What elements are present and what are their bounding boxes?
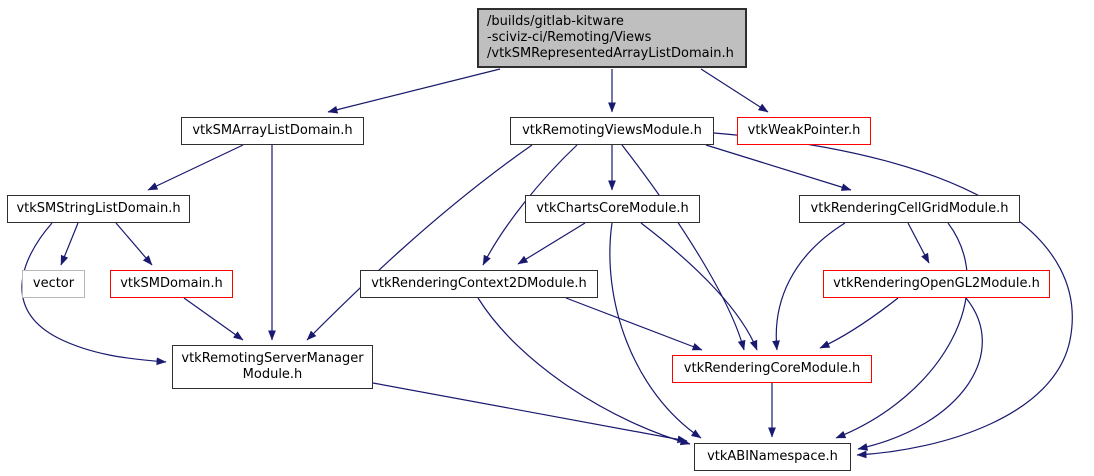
node-vtkSMArrayListDomain[interactable]: vtkSMArrayListDomain.h [181,117,364,145]
node-vtkRenderingCellGridModule[interactable]: vtkRenderingCellGridModule.h [799,195,1020,223]
edge-renderingCellGridModule-to-abiNamespace [835,222,968,439]
edge-main-to-weakPointer [700,68,769,113]
node-vtkRemotingViewsModule[interactable]: vtkRemotingViewsModule.h [510,117,714,145]
edge-smStringListDomain-to-remotingServerManagerModule [21,222,167,366]
edge-chartsCoreModule-to-abiNamespace [609,222,702,439]
edge-smStringListDomain-to-vector [60,222,79,266]
edge-renderingOpenGL2Module-to-renderingCoreModule [819,297,899,349]
edge-smStringListDomain-to-smDomain [115,222,153,266]
node-vtkRenderingContext2DModule[interactable]: vtkRenderingContext2DModule.h [360,270,598,298]
node-vtkSMStringListDomain[interactable]: vtkSMStringListDomain.h [7,195,190,223]
node-vtkRenderingCoreModule[interactable]: vtkRenderingCoreModule.h [672,355,872,383]
node-vector[interactable]: vector [22,270,85,298]
edge-remotingViewsModule-to-renderingCellGridModule [705,144,852,191]
edge-main-to-smArrayListDomain [327,68,501,114]
edge-renderingOpenGL2Module-to-abiNamespace [857,297,983,451]
node-vtkChartsCoreModule[interactable]: vtkChartsCoreModule.h [525,195,700,223]
node-vtkRemotingServerManagerModule[interactable]: vtkRemotingServerManager Module.h [172,345,373,389]
edge-remotingViewsModule-to-remotingServerManagerModule [306,144,533,341]
edge-renderingContext2DModule-to-abiNamespace [477,297,691,446]
edge-chartsCoreModule-to-renderingContext2DModule [517,222,586,265]
node-vtkRenderingOpenGL2Module[interactable]: vtkRenderingOpenGL2Module.h [823,270,1050,298]
edge-renderingCellGridModule-to-renderingCoreModule [772,222,846,351]
edge-remotingViewsModule-to-abiNamespace [713,132,1073,459]
edge-renderingCellGridModule-to-renderingOpenGL2Module [907,222,930,264]
edge-remotingViewsModule-to-renderingCoreModule [621,144,746,351]
edge-renderingContext2DModule-to-renderingCoreModule [565,297,703,351]
edge-smArrayListDomain-to-smStringListDomain [147,144,244,191]
edge-smDomain-to-remotingServerManagerModule [183,297,244,341]
node-main-file[interactable]: /builds/gitlab-kitware -sciviz-ci/Remoti… [477,8,747,68]
node-vtkABINamespace[interactable]: vtkABINamespace.h [694,443,851,471]
node-vtkWeakPointer[interactable]: vtkWeakPointer.h [737,117,871,145]
edge-remotingViewsModule-to-renderingContext2DModule [482,144,578,266]
edge-remotingServerManagerModule-to-abiNamespace [372,382,688,444]
edge-chartsCoreModule-to-renderingCoreModule [640,222,758,351]
node-vtkSMDomain[interactable]: vtkSMDomain.h [110,270,233,298]
